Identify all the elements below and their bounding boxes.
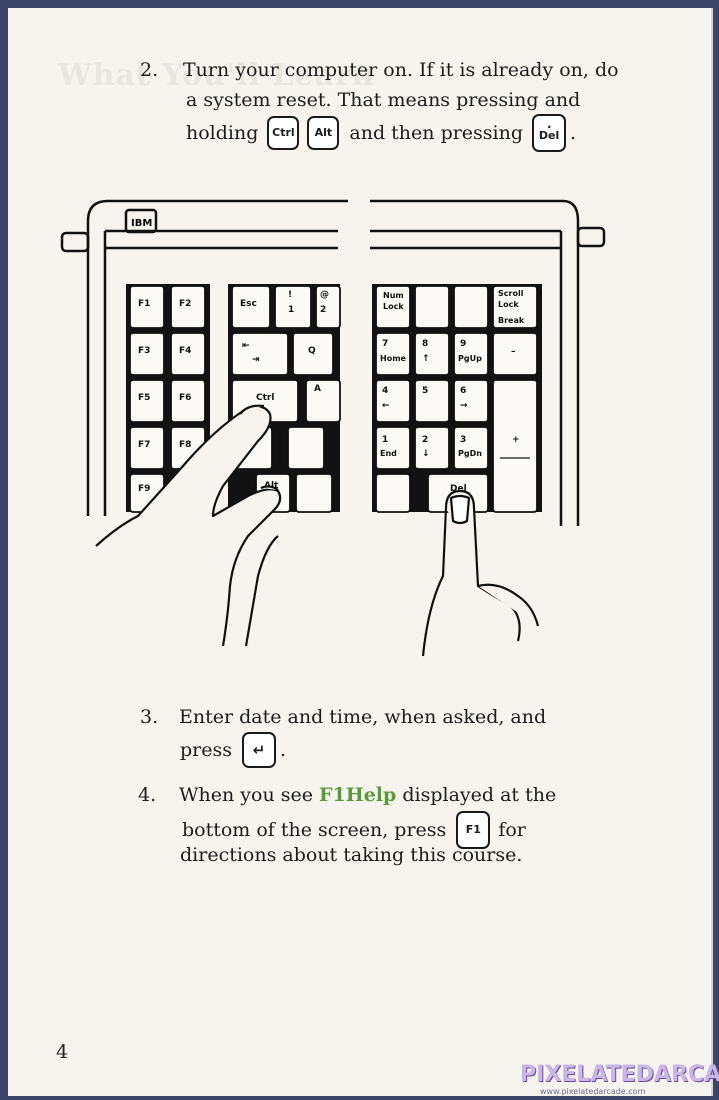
key-scroll-lock: Lock [498, 300, 519, 309]
key-esc: Esc [240, 299, 257, 309]
watermark-logo: PIXELATEDARCADE [520, 1062, 719, 1087]
step-4-line-1: When you see F1Help displayed at the [179, 780, 556, 810]
key-f7: F7 [138, 440, 150, 450]
key-8: 8 [422, 339, 428, 349]
step-4-bottom-text: bottom of the screen, press [182, 819, 447, 841]
up-arrow-icon: ↑ [422, 354, 430, 364]
key-del: Del [450, 484, 467, 494]
step-4-line-3: directions about taking this course. [180, 844, 523, 866]
key-num-lock: Lock [383, 302, 404, 311]
f1help-highlight: F1Help [319, 784, 397, 806]
down-arrow-icon: ↓ [422, 449, 430, 459]
key-at: @ [320, 290, 329, 300]
step-2-line-1: Turn your computer on. If it is already … [183, 59, 619, 81]
step-2-holding-text: holding [186, 122, 259, 144]
tab-key-icon-right: ⇥ [252, 355, 260, 365]
step-2-line-3: holding Ctrl Alt and then pressing .Del … [186, 112, 576, 154]
key-f3: F3 [138, 346, 150, 356]
step-2-line-2: a system reset. That means pressing and [186, 89, 581, 111]
key-5: 5 [422, 386, 428, 396]
left-arrow-icon: ← [382, 401, 390, 411]
booklet-page: What You'll Learn 2. Turn your computer … [8, 8, 713, 1096]
step-3-period: . [280, 739, 287, 761]
keyboard-illustration: IBM F1 F2 F3 [60, 199, 606, 657]
key-4: 4 [382, 386, 388, 396]
f1-key-icon: F1 [456, 811, 491, 849]
key-break: Break [498, 316, 525, 325]
page-number: 4 [56, 1041, 69, 1063]
alt-key-icon: Alt [307, 116, 340, 150]
key-home: Home [380, 354, 407, 363]
step-4-when-text: When you see [179, 784, 313, 806]
key-f2: F2 [179, 299, 191, 309]
key-f4: F4 [179, 346, 191, 356]
key-num: Num [383, 291, 404, 300]
step-3-number: 3. [140, 706, 159, 728]
right-arrow-icon: → [460, 401, 468, 411]
key-f6: F6 [179, 393, 191, 403]
step-4-displayed-text: displayed at the [402, 784, 557, 806]
key-f8: F8 [179, 440, 191, 450]
key-q: Q [308, 346, 316, 356]
key-f9: F9 [138, 484, 150, 494]
key-end: End [380, 449, 397, 458]
key-pgdn: PgDn [458, 449, 482, 458]
step-2-number: 2. [140, 59, 159, 81]
tab-key-icon: ⇤ [242, 341, 250, 351]
enter-key-icon: ↵ [242, 732, 276, 768]
step-4-number: 4. [138, 784, 157, 806]
key-1-numpad: 1 [382, 435, 388, 445]
ibm-logo: IBM [131, 218, 152, 229]
key-f5: F5 [138, 393, 150, 403]
key-minus: – [511, 347, 516, 357]
key-7: 7 [382, 339, 388, 349]
step-2-pressing-text: and then pressing [349, 122, 524, 144]
key-6: 6 [460, 386, 466, 396]
bleed-through-heading: What You'll Learn [58, 58, 375, 93]
watermark-url: www.pixelatedarcade.com [540, 1087, 646, 1096]
key-exclam: ! [288, 290, 292, 300]
key-2: 2 [320, 305, 326, 315]
ctrl-key-icon: Ctrl [267, 116, 300, 150]
step-4-line-2: bottom of the screen, press F1 for [182, 810, 526, 850]
step-3-press-text: press [180, 739, 232, 761]
key-1: 1 [288, 305, 294, 315]
key-2-numpad: 2 [422, 435, 428, 445]
step-4-for-text: for [498, 819, 526, 841]
key-plus: + [512, 435, 520, 445]
key-pgup: PgUp [458, 354, 482, 363]
key-3-numpad: 3 [460, 435, 466, 445]
step-3-line-2: press ↵ . [180, 730, 286, 770]
step-3-line-1: Enter date and time, when asked, and [179, 706, 547, 728]
key-ctrl: Ctrl [256, 393, 274, 403]
key-9: 9 [460, 339, 466, 349]
key-f1: F1 [138, 299, 150, 309]
del-key-icon: .Del [532, 114, 567, 152]
step-2-period: . [570, 122, 577, 144]
key-a: A [314, 384, 321, 394]
key-scroll: Scroll [498, 289, 524, 298]
